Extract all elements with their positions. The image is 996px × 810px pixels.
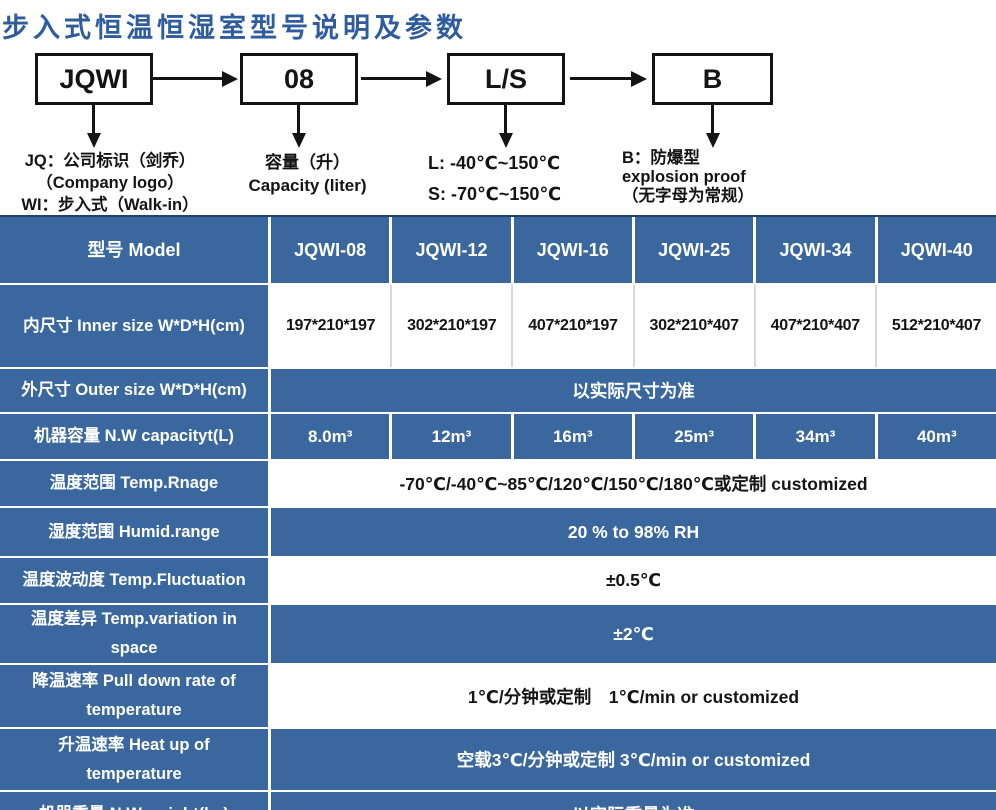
- model-column-header: JQWI-16: [513, 217, 632, 283]
- spec-table: 型号 Model JQWI-08 JQWI-12 JQWI-16 JQWI-25…: [0, 215, 996, 810]
- spec-value-merged: ±0.5℃: [271, 558, 996, 603]
- spec-row: 机器重量 N.W weight(kg)以实际重量为准: [0, 792, 996, 810]
- spec-value-merged: ±2℃: [271, 605, 996, 663]
- note-temp-range: L: -40℃~150℃ S: -70℃~150℃: [428, 153, 562, 204]
- arrow-down-head-icon: [499, 133, 513, 148]
- spec-value-cell: 302*210*197: [390, 285, 512, 367]
- table-header-row: 型号 Model JQWI-08 JQWI-12 JQWI-16 JQWI-25…: [0, 217, 996, 283]
- arrow-down-icon: [504, 105, 507, 134]
- table-header-label: 型号 Model: [0, 217, 268, 283]
- model-column-header: JQWI-08: [271, 217, 390, 283]
- note-company-logo: JQ：公司标识（剑乔） （Company logo） WI：步入式（Walk-i…: [21, 152, 199, 214]
- arrow-down-head-icon: [706, 133, 720, 148]
- arrow-down-head-icon: [87, 133, 101, 148]
- spec-row-label: 温度范围 Temp.Rnage: [0, 461, 268, 506]
- spec-value-cell: 12m³: [392, 414, 511, 459]
- spec-row: 温度波动度 Temp.Fluctuation±0.5℃: [0, 558, 996, 603]
- spec-value-cell: 197*210*197: [271, 285, 391, 367]
- spec-row-label: 内尺寸 Inner size W*D*H(cm): [0, 285, 268, 367]
- spec-value-cell: 8.0m³: [271, 414, 390, 459]
- spec-value-cell: 25m³: [634, 414, 754, 459]
- spec-value-cell: 16m³: [513, 414, 632, 459]
- arrow-down-icon: [297, 105, 300, 134]
- spec-value-cell: 302*210*407: [632, 285, 754, 367]
- spec-row: 外尺寸 Outer size W*D*H(cm)以实际尺寸为准: [0, 369, 996, 412]
- spec-row-label: 外尺寸 Outer size W*D*H(cm): [0, 369, 268, 412]
- note-capacity: 容量（升） Capacity (liter): [248, 153, 367, 195]
- model-column-header: JQWI-25: [634, 217, 754, 283]
- arrow-right-icon: [361, 77, 427, 80]
- spec-value-merged: -70℃/-40℃~85℃/120℃/150℃/180℃或定制 customiz…: [271, 461, 996, 506]
- spec-row: 温度范围 Temp.Rnage-70℃/-40℃~85℃/120℃/150℃/1…: [0, 461, 996, 506]
- model-code-box-capacity: 08: [240, 53, 358, 105]
- spec-value-cell: 34m³: [756, 414, 875, 459]
- table-header-models: JQWI-08 JQWI-12 JQWI-16 JQWI-25 JQWI-34 …: [271, 217, 996, 283]
- arrow-right-head-icon: [631, 70, 647, 87]
- spec-row-label: 机器重量 N.W weight(kg): [0, 792, 268, 810]
- arrow-right-icon: [570, 77, 632, 80]
- note-explosion-proof: B：防爆型 explosion proof （无字母为常规）: [622, 149, 754, 205]
- arrow-down-head-icon: [292, 133, 306, 148]
- spec-value-merged: 1℃/分钟或定制 1℃/min or customized: [271, 665, 996, 727]
- model-code-box-prefix: JQWI: [35, 53, 153, 105]
- spec-row-label: 机器容量 N.W capacityt(L): [0, 414, 268, 459]
- spec-value-merged: 以实际尺寸为准: [271, 369, 996, 412]
- spec-value-merged: 空载3℃/分钟或定制 3℃/min or customized: [271, 729, 996, 790]
- model-column-header: JQWI-40: [877, 217, 996, 283]
- spec-value-merged: 以实际重量为准: [271, 792, 996, 810]
- arrow-right-icon: [153, 77, 223, 80]
- spec-value-merged: 20 % to 98% RH: [271, 508, 996, 556]
- model-column-header: JQWI-12: [392, 217, 511, 283]
- arrow-right-head-icon: [222, 70, 238, 87]
- spec-value-cell: 512*210*407: [874, 285, 996, 367]
- spec-value-cell: 407*210*407: [753, 285, 875, 367]
- model-column-header: JQWI-34: [756, 217, 875, 283]
- model-code-box-explosion: B: [652, 53, 773, 105]
- spec-row-label: 温度波动度 Temp.Fluctuation: [0, 558, 268, 603]
- spec-value-cell: 407*210*197: [511, 285, 633, 367]
- spec-value-cell: 40m³: [877, 414, 996, 459]
- arrow-right-head-icon: [426, 70, 442, 87]
- page-title: 步入式恒温恒湿室型号说明及参数: [2, 13, 467, 43]
- arrow-down-icon: [92, 105, 95, 134]
- arrow-down-icon: [711, 105, 714, 134]
- spec-row-label: 湿度范围 Humid.range: [0, 508, 268, 556]
- model-code-box-range: L/S: [447, 53, 565, 105]
